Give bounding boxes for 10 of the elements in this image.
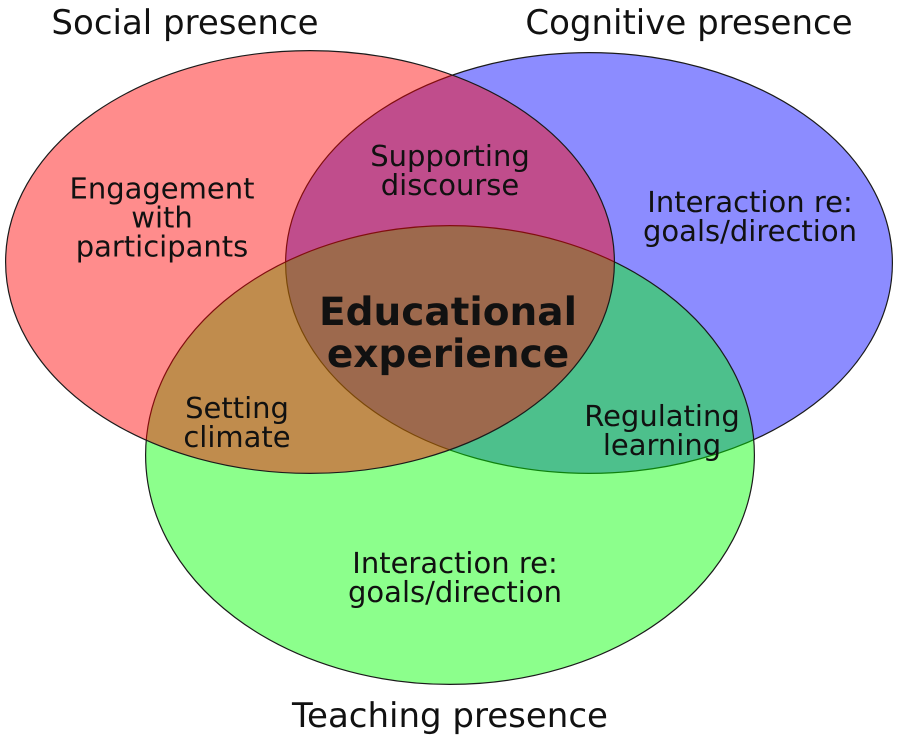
overlap-label: Supporting discourse xyxy=(369,142,531,200)
region-text: Interaction re: goals/direction xyxy=(347,549,563,607)
region-text: Engagement with participants xyxy=(68,174,256,262)
region-text: Interaction re: goals/direction xyxy=(643,188,857,246)
set-heading: Teaching presence xyxy=(292,697,608,735)
set-heading: Social presence xyxy=(51,4,319,42)
center-label: Educational experience xyxy=(318,292,578,376)
overlap-label: Setting climate xyxy=(182,394,292,452)
set-heading: Cognitive presence xyxy=(525,4,853,42)
overlap-label: Regulating learning xyxy=(583,402,741,460)
